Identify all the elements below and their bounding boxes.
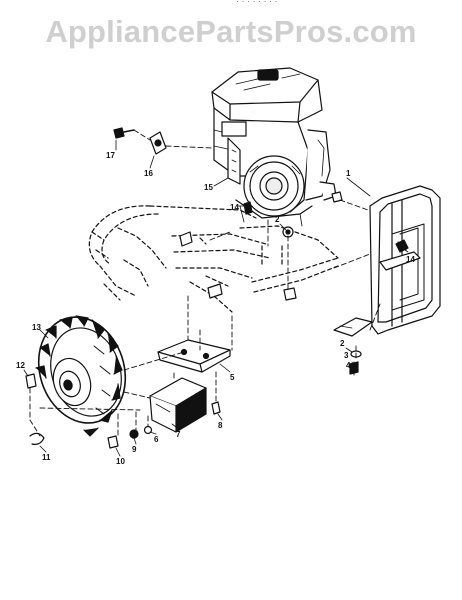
callout-6: 6 [154, 435, 159, 444]
callout-16: 16 [144, 169, 153, 178]
callout-3: 3 [344, 351, 349, 360]
callout-2-lower: 2 [340, 339, 345, 348]
bumper-frame [333, 185, 441, 337]
callout-leaders [23, 139, 409, 457]
callout-17: 17 [106, 151, 115, 160]
callout-5: 5 [230, 373, 235, 382]
callout-1: 1 [346, 169, 351, 178]
callout-4: 4 [346, 361, 351, 370]
callout-14-left: 14 [230, 203, 239, 212]
watermark-text: AppliancePartsPros.com [45, 14, 417, 49]
callout-8: 8 [218, 421, 223, 430]
callout-13: 13 [32, 323, 41, 332]
callout-2-upper: 2 [275, 215, 280, 224]
callout-11: 11 [42, 453, 51, 462]
callout-7: 7 [176, 430, 181, 439]
callout-12: 12 [16, 361, 25, 370]
engine [211, 67, 343, 227]
mounting-bracket [157, 339, 231, 373]
callout-10: 10 [116, 457, 125, 466]
callout-14-right: 14 [406, 255, 415, 264]
weight-block [149, 377, 207, 433]
leader-lines [29, 129, 381, 439]
callout-9: 9 [132, 445, 137, 454]
header-fragment: · · · · · · · · [236, 0, 278, 6]
tire-wheel [35, 315, 127, 437]
callout-15: 15 [204, 183, 213, 192]
